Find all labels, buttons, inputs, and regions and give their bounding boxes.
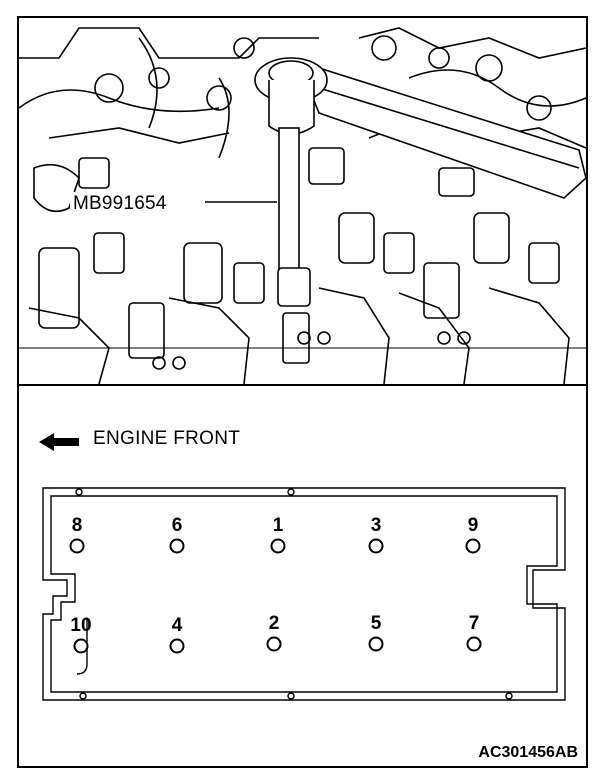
figure-frame: MB991654 ENGINE FRONT 8 6 1 3 9 10 4 2 5… bbox=[17, 16, 588, 768]
bolt-hole-icon bbox=[465, 538, 481, 554]
engine-illustration bbox=[19, 18, 586, 386]
bolt-hole-icon bbox=[270, 538, 286, 554]
bolt-hole-icon bbox=[266, 636, 282, 652]
bolt-sequence-number: 9 bbox=[467, 515, 479, 536]
cylinder-head-outline bbox=[42, 487, 566, 701]
bolt-hole-icon bbox=[169, 538, 185, 554]
figure-code: AC301456AB bbox=[478, 744, 578, 761]
bolt-sequence-number: 10 bbox=[70, 615, 92, 636]
left-arrow-icon bbox=[39, 433, 79, 451]
bolt-sequence-number: 3 bbox=[370, 515, 382, 536]
bolt-hole-icon bbox=[69, 538, 85, 554]
engine-front-label: ENGINE FRONT bbox=[93, 428, 241, 449]
bolt-hole-icon bbox=[466, 636, 482, 652]
bolt-sequence-number: 4 bbox=[171, 615, 183, 636]
bolt-sequence-number: 7 bbox=[468, 613, 480, 634]
bolt-hole-icon bbox=[368, 538, 384, 554]
bolt-sequence-number: 6 bbox=[171, 515, 183, 536]
tool-callout-label: MB991654 bbox=[70, 192, 170, 216]
bolt-sequence-number: 8 bbox=[71, 515, 83, 536]
bolt-sequence-number: 1 bbox=[272, 515, 284, 536]
bolt-sequence-number: 5 bbox=[370, 613, 382, 634]
bolt-hole-icon bbox=[368, 636, 384, 652]
bolt-sequence-number: 2 bbox=[268, 613, 280, 634]
bolt-hole-icon bbox=[73, 638, 89, 654]
bolt-hole-icon bbox=[169, 638, 185, 654]
